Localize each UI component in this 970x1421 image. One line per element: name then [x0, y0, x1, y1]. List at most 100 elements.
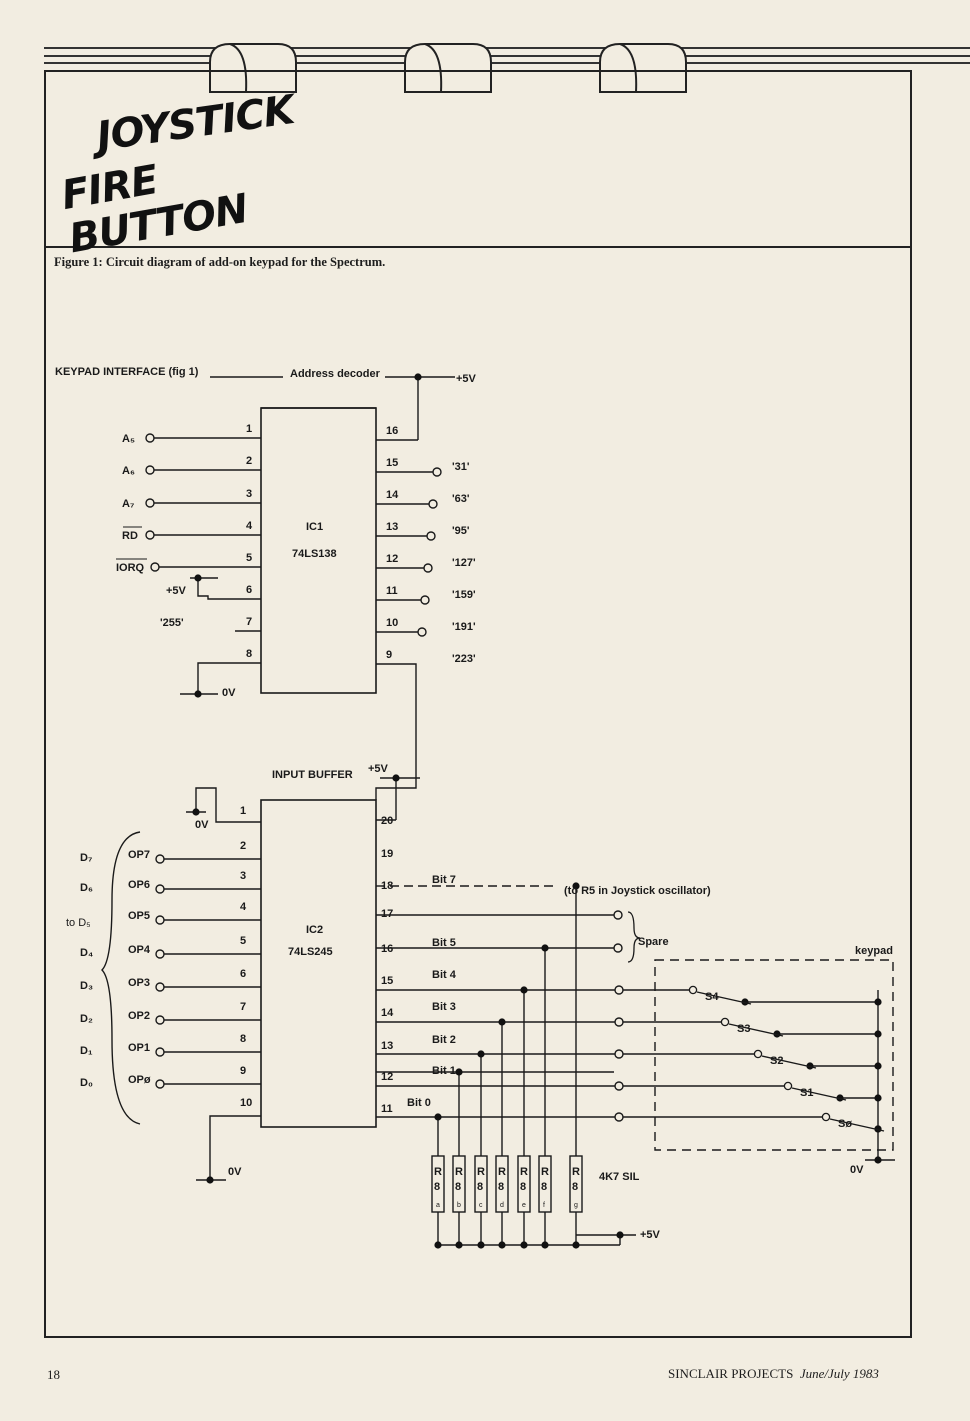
ic2-op-label: OP4 — [128, 944, 151, 956]
resistor-body — [495, 1155, 509, 1213]
ic1-output-label: '191' — [452, 621, 476, 633]
junction-dot — [874, 1030, 882, 1038]
ic2-pin-number: 10 — [240, 1097, 252, 1109]
ic2-op-label: OP6 — [128, 879, 150, 891]
ring-binder-tab-icon — [404, 43, 492, 93]
ic2-bit-label: Bit 1 — [432, 1065, 456, 1077]
ic2-part: 74LS245 — [288, 946, 333, 958]
ic1-input-label: '255' — [160, 617, 184, 629]
ic1-pin-number: 5 — [246, 552, 252, 564]
junction-dot — [206, 1176, 214, 1184]
resistor-label-value: 8 — [455, 1181, 461, 1193]
resistor-body — [452, 1155, 466, 1213]
resistor-suffix: c — [479, 1202, 483, 1209]
header-rule — [44, 55, 970, 57]
keypad-outline — [654, 959, 894, 1151]
junction-dot — [434, 1241, 442, 1249]
ic2-input-terminal — [155, 1079, 165, 1089]
switch-contact — [783, 1081, 793, 1091]
ic1-input-label: IORQ — [116, 562, 145, 574]
ic2-ground-label-top: 0V — [195, 819, 209, 831]
ic1-output-label: '223' — [452, 653, 476, 665]
switch-label: S2 — [770, 1055, 783, 1067]
ic1-input-terminal — [145, 530, 155, 540]
header-rule — [44, 47, 970, 49]
resistor-body — [538, 1155, 552, 1213]
resistor-suffix: g — [574, 1202, 578, 1209]
ic2-pin-number: 8 — [240, 1033, 246, 1045]
resistor-label-value: 8 — [541, 1181, 547, 1193]
resistor-body — [474, 1155, 488, 1213]
ring-binder-tab-icon — [209, 43, 297, 93]
ic2-output-pin-number: 16 — [381, 943, 393, 955]
resistor-suffix: e — [522, 1202, 526, 1209]
publication-name: SINCLAIR PROJECTS — [668, 1366, 794, 1381]
figure-caption: Figure 1: Circuit diagram of add-on keyp… — [54, 255, 386, 269]
ic2-input-terminal — [155, 949, 165, 959]
ic2-bit-label: Bit 3 — [432, 1001, 456, 1013]
junction-dot — [192, 808, 200, 816]
junction-dot — [194, 690, 202, 698]
keypad-label: keypad — [855, 945, 893, 957]
ic1-output-terminal — [426, 531, 436, 541]
ic2-output-pin-number: 12 — [381, 1071, 393, 1083]
publication-footer: SINCLAIR PROJECTS June/July 1983 — [668, 1366, 879, 1382]
junction-dot — [520, 1241, 528, 1249]
ic1-output-pin-number: 14 — [386, 489, 399, 501]
ic2-chip-body — [260, 799, 377, 1128]
ic1-output-pin-number: 11 — [386, 585, 398, 597]
ic2-output-pin-number: 17 — [381, 908, 393, 920]
ring-binder-tab-icon — [599, 43, 687, 93]
ic2-input-terminal — [155, 1015, 165, 1025]
junction-dot — [414, 373, 422, 381]
junction-dot — [455, 1241, 463, 1249]
switch-contact — [688, 985, 698, 995]
ic2-ground-label-bottom: 0V — [228, 1166, 242, 1178]
ic2-op-label: OP3 — [128, 977, 150, 989]
ic1-input-terminal — [145, 498, 155, 508]
title-box — [44, 70, 912, 248]
ic1-name: IC1 — [306, 521, 323, 533]
ic1-output-label: '63' — [452, 493, 470, 505]
ic2-output-pin-number: 11 — [381, 1103, 393, 1115]
junction-dot — [572, 1241, 580, 1249]
switch-contact — [821, 1112, 831, 1122]
ic2-op-label: OP1 — [128, 1042, 150, 1054]
resistor-suffix: b — [457, 1202, 461, 1209]
ic1-pin-number: 8 — [246, 648, 252, 660]
ic2-name: IC2 — [306, 924, 323, 936]
to-r5-label: (to R5 in Joystick oscillator) — [564, 885, 711, 897]
switch-label: S1 — [800, 1087, 813, 1099]
switch-blade — [696, 991, 752, 1005]
ic2-input-terminal — [155, 1047, 165, 1057]
resistor-label-value: 8 — [572, 1181, 578, 1193]
keypad-input-terminal — [614, 1112, 624, 1122]
junction-dot — [520, 986, 528, 994]
ic1-output-label: '159' — [452, 589, 476, 601]
ic2-pin-number: 6 — [240, 968, 246, 980]
spare-terminal — [613, 910, 623, 920]
junction-dot — [616, 1231, 624, 1239]
ic1-input-terminal — [145, 433, 155, 443]
junction-dot — [477, 1241, 485, 1249]
ic2-data-line-label: D₁ — [80, 1045, 93, 1057]
switch-blade — [829, 1118, 885, 1132]
ic1-chip-body — [260, 407, 377, 694]
ic2-left-pins: 12OP7D₇3OP6D₆4OP55OP4D₄6OP3D₃7OP2D₂8OP1D… — [80, 805, 252, 1125]
ic1-output-pin-number: 13 — [386, 521, 398, 533]
spare-terminal — [613, 943, 623, 953]
ic2-data-line-label: D₆ — [80, 882, 93, 894]
junction-dot — [498, 1018, 506, 1026]
ic1-output-label: '31' — [452, 461, 470, 473]
ic1-part: 74LS138 — [292, 548, 337, 560]
ic1-ground-label: 0V — [222, 687, 236, 699]
ic2-op-label: OP5 — [128, 910, 150, 922]
ic2-input-terminal — [155, 915, 165, 925]
junction-dot — [874, 998, 882, 1006]
ic1-input-label: RD — [122, 530, 138, 542]
ic1-pin-number: 3 — [246, 488, 252, 500]
wiring — [154, 376, 895, 1246]
ic1-pin-number: 1 — [246, 423, 252, 435]
junction-dot — [541, 1241, 549, 1249]
